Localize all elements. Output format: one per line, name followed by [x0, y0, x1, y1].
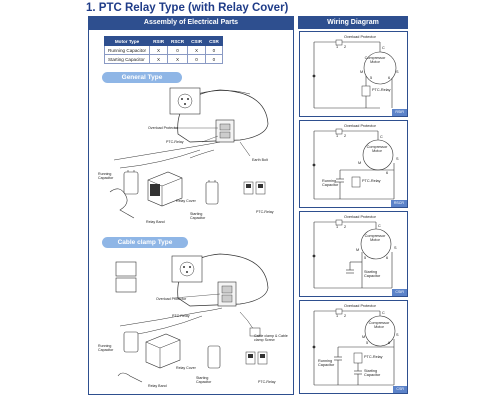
csr-terminal-c: C	[382, 311, 385, 315]
table-header-row: Motor Type RSIR RSCR CSIR CSR	[103, 36, 223, 46]
csir-terminal-c: C	[378, 224, 381, 228]
csir-terminal-s: S	[394, 246, 397, 250]
starting-capacitor-label: Starting Capacitor	[190, 212, 206, 221]
rscr-terminal-1: 1	[336, 134, 339, 138]
csr-terminal-m: M	[362, 335, 366, 339]
table-header: RSIR	[149, 36, 169, 46]
wiring-header: Wiring Diagram	[298, 16, 408, 29]
table-header: RSCR	[167, 36, 189, 46]
csir-terminal-m: M	[356, 248, 360, 252]
wiring-diagram-csr: Overload Protector Compressor Motor PTC-…	[299, 300, 408, 394]
csr-terminal-2: 2	[344, 314, 347, 318]
general-assembly-illustration	[109, 87, 269, 219]
rsir-terminal-6: 6	[388, 76, 391, 80]
csir-terminal-6: 6	[386, 256, 389, 260]
cable-ptc-relay-label-2: PTC-Relay	[258, 380, 276, 384]
csr-motor-label: Compressor Motor	[368, 321, 390, 330]
csr-overload-label: Overload Protector	[344, 304, 376, 308]
rscr-terminal-2: 2	[344, 134, 347, 138]
rsir-tag: RSIR	[392, 109, 407, 116]
rscr-overload-label: Overload Protector	[344, 124, 376, 128]
csir-terminal-5: 5	[364, 256, 367, 260]
cable-clamp-type-heading: Cable clamp Type	[102, 237, 188, 248]
csir-overload-label: Overload Protector	[344, 215, 376, 219]
csr-running-label: Running Capacitor	[318, 359, 335, 368]
cable-clamp-label: Cable clamp & Cable clamp Screw	[254, 334, 288, 343]
csr-starting-label: Starting Capacitor	[364, 369, 381, 378]
cable-starting-capacitor-label: Starting Capacitor	[196, 376, 212, 385]
table-cell: X	[149, 54, 169, 64]
csir-circuit	[312, 219, 393, 289]
table-cell: X	[167, 54, 189, 64]
csir-terminal-2: 2	[344, 225, 347, 229]
csr-terminal-s: S	[396, 333, 399, 337]
table-cell: 0	[205, 45, 223, 55]
rsir-terminal-1: 1	[336, 45, 339, 49]
rsir-terminal-2: 2	[344, 45, 347, 49]
ptc-relay-label-2: PTC-Relay	[256, 210, 274, 214]
table-cell: X	[187, 45, 207, 55]
rscr-circuit	[312, 128, 395, 200]
general-type-heading: General Type	[102, 72, 182, 83]
rscr-terminal-s: S	[396, 157, 399, 161]
table-cell: 0	[167, 45, 189, 55]
csr-terminal-1: 1	[336, 314, 339, 318]
table-header: Motor Type	[103, 36, 151, 46]
rsir-ptc-label: PTC-Relay	[372, 88, 391, 92]
rsir-terminal-c: C	[382, 46, 385, 50]
table-header: CSIR	[187, 36, 207, 46]
rsir-terminal-m: M	[360, 70, 364, 74]
assembly-panel	[88, 29, 294, 395]
rsir-terminal-5: 5	[370, 76, 373, 80]
rscr-running-label: Running Capacitor	[322, 179, 339, 188]
table-cell: Starting Capacitor	[103, 54, 151, 64]
rscr-motor-label: Compressor Motor	[366, 145, 388, 154]
cable-relay-cover-label: Relay Cover	[176, 366, 196, 370]
csr-terminal-5: 5	[366, 341, 369, 345]
overload-protector-label: Overload Protector	[148, 126, 179, 130]
page-title: 1. PTC Relay Type (with Relay Cover)	[86, 2, 289, 14]
earth-bolt-label: Earth Bolt	[252, 158, 268, 162]
relay-band-label: Relay Band	[146, 220, 165, 224]
wiring-diagram-rsir: Overload Protector Compressor Motor PTC-…	[299, 31, 408, 117]
ptc-relay-label: PTC-Relay	[166, 140, 184, 144]
table-row: Starting Capacitor X X 0 0	[103, 54, 223, 64]
csr-ptc-label: PTC-Relay	[364, 355, 383, 359]
rsir-terminal-s: S	[396, 70, 399, 74]
table-cell: 0	[187, 54, 207, 64]
csir-starting-label: Starting Capacitor	[364, 270, 381, 279]
csir-terminal-1: 1	[336, 225, 339, 229]
cable-ptc-relay-label: PTC-Relay	[172, 314, 190, 318]
rsir-motor-label: Compressor Motor	[364, 56, 386, 65]
running-capacitor-label: Running Capacitor	[98, 172, 114, 181]
rscr-terminal-c: C	[380, 135, 383, 139]
wiring-diagram-rscr: Overload Protector Compressor Motor PTC-…	[299, 120, 408, 208]
csr-circuit	[312, 308, 396, 386]
cable-clamp-assembly-illustration	[115, 253, 269, 383]
csir-tag: CSIR	[392, 289, 407, 296]
motor-type-table: Motor Type RSIR RSCR CSIR CSR Running Ca…	[103, 36, 223, 64]
cable-overload-protector-label: Overload Protector	[156, 297, 187, 301]
rscr-terminal-m: M	[358, 161, 362, 165]
table-cell: Running Capacitor	[103, 45, 151, 55]
relay-cover-label: Relay Cover	[176, 199, 196, 203]
csr-tag: CSR	[393, 386, 407, 393]
rsir-circuit	[312, 39, 397, 109]
wiring-diagram-csir: Overload Protector Compressor Motor Star…	[299, 211, 408, 297]
rscr-ptc-label: PTC-Relay	[362, 179, 381, 183]
table-cell: 0	[205, 54, 223, 64]
csr-terminal-6: 6	[388, 341, 391, 345]
cable-relay-band-label: Relay Band	[148, 384, 167, 388]
rsir-overload-label: Overload Protector	[344, 35, 376, 39]
table-cell: X	[149, 45, 169, 55]
table-row: Running Capacitor X 0 X 0	[103, 45, 223, 55]
rscr-terminal-6: 6	[386, 171, 389, 175]
assembly-header: Assembly of Electrical Parts	[88, 16, 294, 29]
csir-motor-label: Compressor Motor	[364, 234, 386, 243]
table-header: CSR	[205, 36, 223, 46]
cable-running-capacitor-label: Running Capacitor	[98, 344, 114, 353]
rscr-tag: RSCR	[390, 200, 407, 207]
